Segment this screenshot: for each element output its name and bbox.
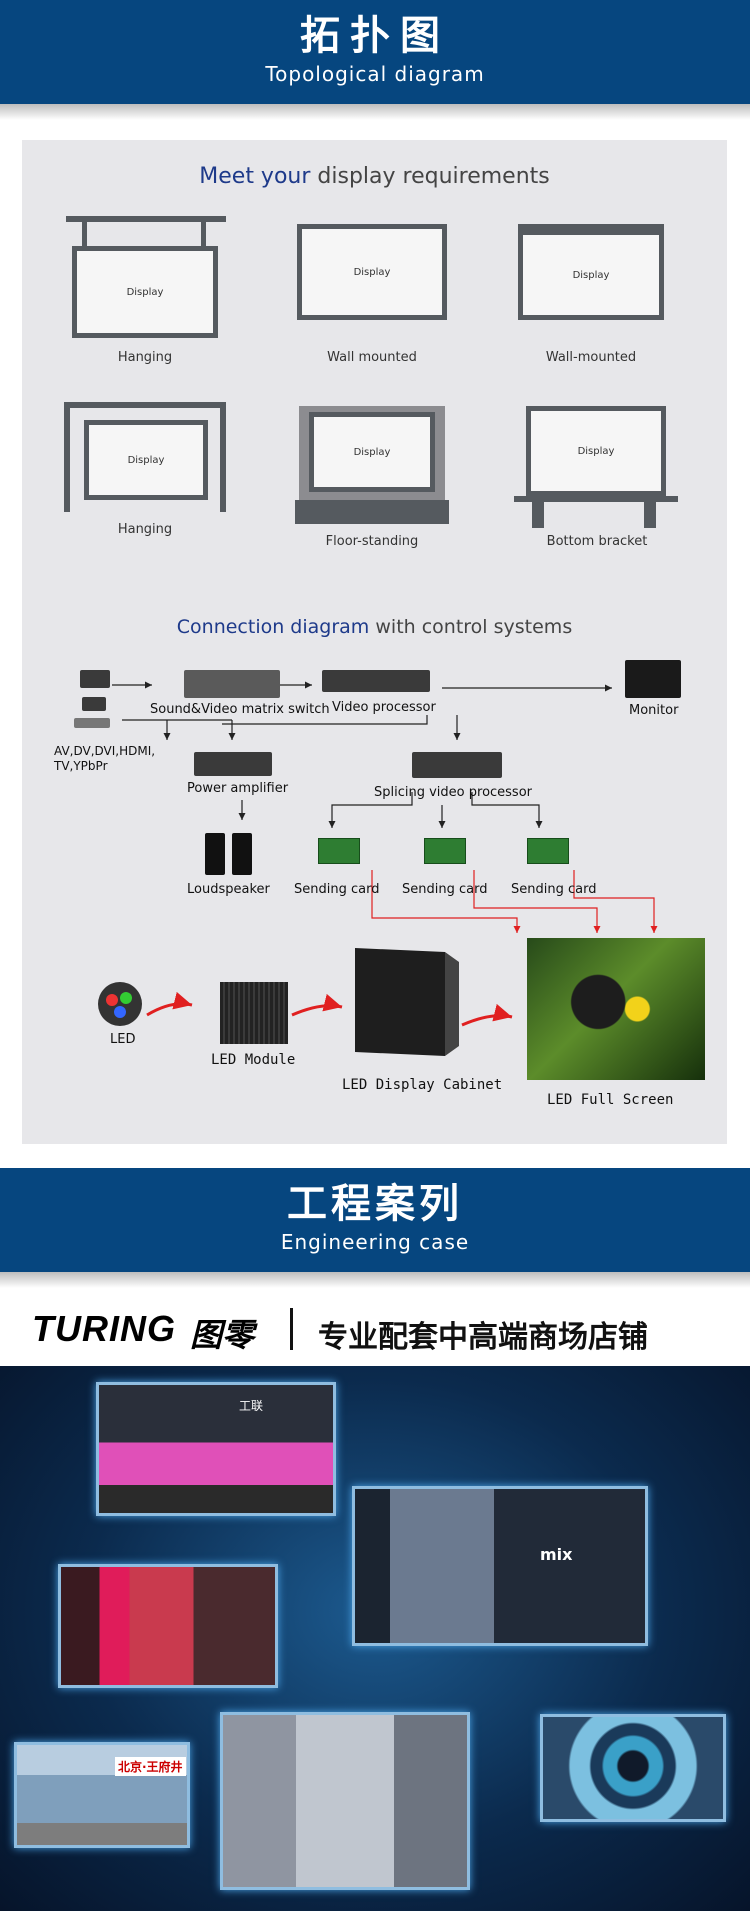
led-icon	[98, 982, 142, 1026]
connection-title-highlight: Connection diagram	[176, 616, 370, 638]
engineering-banner: 工程案列 Engineering case	[0, 1168, 750, 1272]
cabinet-label: LED Display Cabinet	[342, 1077, 503, 1093]
display-1: Display	[72, 246, 218, 338]
connection-title-rest: with control systems	[375, 616, 573, 638]
matrix-switch-icon	[184, 670, 280, 698]
splicer-icon	[412, 752, 502, 778]
module-label: LED Module	[211, 1052, 296, 1068]
splicer-label: Splicing video processor	[374, 785, 533, 800]
processor-label: Video processor	[332, 700, 436, 715]
sending-card-2-label: Sending card	[402, 882, 488, 897]
mount-label-5: Floor-standing	[325, 534, 419, 549]
monitor-label: Monitor	[629, 703, 679, 718]
mount-hanging-2: Display Hanging	[64, 402, 252, 562]
camcorder-icon	[80, 670, 110, 688]
engineering-cases: 工联 mix 北京·王府井	[0, 1366, 750, 1911]
sending-card-1-label: Sending card	[294, 882, 380, 897]
engineering-title-en: Engineering case	[280, 1230, 470, 1254]
led-full-screen-icon	[527, 938, 705, 1080]
case-photo-1: 工联	[96, 1382, 336, 1516]
topology-panel: Meet your display requirements Display H…	[22, 140, 727, 1144]
mount-floor: Display Floor-standing	[295, 406, 479, 566]
dvd-player-icon	[74, 718, 110, 728]
mount-label-2: Wall mounted	[327, 350, 417, 365]
monitor-icon	[625, 660, 681, 698]
case-photo-4: 北京·王府井	[14, 1742, 190, 1848]
loudspeaker-left-icon	[205, 833, 225, 875]
amplifier-icon	[194, 752, 272, 776]
inputs-label: AV,DV,DVI,HDMI, TV,YPbPr	[54, 744, 156, 773]
sending-card-3-label: Sending card	[511, 882, 597, 897]
display-5: Display	[309, 412, 435, 492]
led-label: LED	[110, 1032, 136, 1047]
sending-card-2-icon	[424, 838, 466, 864]
brand-divider	[290, 1308, 293, 1350]
mount-label-6: Bottom bracket	[546, 534, 648, 549]
video-processor-icon	[322, 670, 430, 692]
case-sign-1: 工联	[239, 1399, 264, 1413]
topology-title-en: Topological diagram	[265, 62, 485, 86]
loudspeaker-right-icon	[232, 833, 252, 875]
led-module-icon	[220, 982, 288, 1044]
display-6: Display	[526, 406, 666, 496]
case-photo-2: mix	[352, 1486, 648, 1646]
brand-logo-cn: 图零	[190, 1316, 255, 1354]
mount-wall-2: Display Wall-mounted	[518, 224, 698, 384]
banner-shadow-2	[0, 1272, 750, 1288]
loudspeaker-label: Loudspeaker	[187, 882, 270, 897]
case-photo-3	[58, 1564, 278, 1688]
screen-label: LED Full Screen	[547, 1092, 674, 1108]
sending-card-3-icon	[527, 838, 569, 864]
mount-label-1: Hanging	[117, 350, 173, 365]
brand-logo-en: TURING	[32, 1308, 176, 1349]
mount-label-4: Hanging	[117, 522, 173, 537]
case-sign-2: 北京·王府井	[115, 1757, 186, 1776]
mount-title-rest: display requirements	[317, 164, 550, 189]
brand-slogan: 专业配套中高端商场店铺	[318, 1320, 648, 1355]
display-4: Display	[84, 420, 208, 500]
engineering-title-cn: 工程案列	[287, 1181, 463, 1227]
connection-lines	[112, 681, 658, 1027]
connection-title: Connection diagram with control systems	[22, 616, 727, 638]
topology-banner: 拓扑图 Topological diagram	[0, 0, 750, 104]
mount-label-3: Wall-mounted	[545, 350, 637, 365]
mount-hanging-1: Display Hanging	[66, 216, 252, 376]
brand-bar: TURING 图零 专业配套中高端商场店铺	[0, 1298, 750, 1364]
mount-bottom-bracket: Display Bottom bracket	[514, 406, 694, 566]
mount-title: Meet your display requirements	[22, 164, 727, 189]
camera-icon	[82, 697, 106, 711]
matrix-label: Sound&Video matrix switch	[150, 702, 330, 717]
topology-title-cn: 拓扑图	[300, 13, 450, 59]
mount-wall-1: Display Wall mounted	[297, 224, 477, 384]
amplifier-label: Power amplifier	[187, 781, 289, 796]
banner-shadow	[0, 104, 750, 120]
cabinet-icon	[355, 948, 459, 1056]
mount-title-highlight: Meet your	[199, 164, 311, 189]
sending-card-1-icon	[318, 838, 360, 864]
display-3: Display	[518, 230, 664, 320]
case-photo-5	[220, 1712, 470, 1890]
case-sign-3: mix	[540, 1545, 573, 1564]
case-photo-6	[540, 1714, 726, 1822]
display-2: Display	[297, 224, 447, 320]
